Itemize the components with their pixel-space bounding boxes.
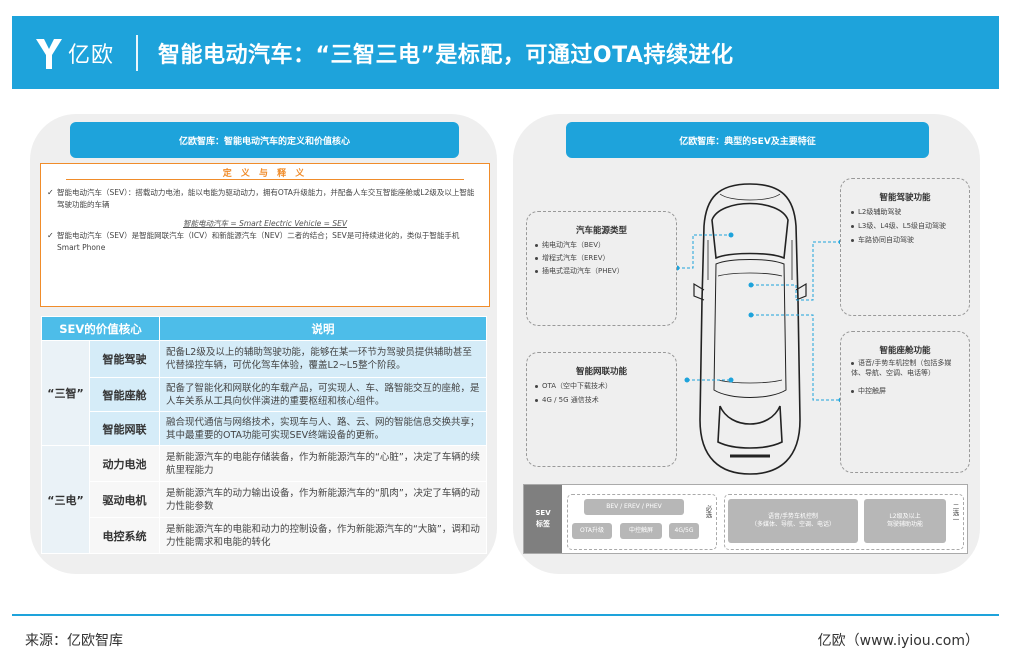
energy-item: 插电式混动汽车（PHEV） (535, 266, 624, 276)
header-divider (136, 34, 139, 71)
check-icon: ✓ (47, 231, 54, 240)
yiou-logo-icon (36, 38, 62, 69)
energy-type-box: 汽车能源类型 纯电动汽车（BEV） 增程式汽车（EREV） 插电式混动汽车（PH… (526, 211, 677, 326)
driving-item: 车路协同自动驾驶 (851, 235, 914, 245)
sev-tag-strip: SEV 标签 BEV / EREV / PHEV OTA升级 中控触屏 4G/5… (523, 484, 968, 554)
header-bar: 亿欧 智能电动汽车：“三智三电”是标配，可通过OTA持续进化 (12, 16, 999, 89)
definition-text-2: 智能电动汽车（SEV）是智能网联汽车（ICV）和新能源汽车（NEV）二者的结合；… (57, 231, 460, 252)
driving-item: L3级、L4级、L5级自动驾驶 (851, 221, 946, 231)
row-desc: 是新能源汽车的电能和动力的控制设备，作为新能源汽车的“大脑”，调和动力性能需求和… (159, 517, 487, 554)
cockpit-title: 智能座舱功能 (879, 346, 931, 356)
definition-formula: 智能电动汽车 = Smart Electric Vehicle = SEV (183, 219, 347, 228)
network-item: OTA（空中下载技术） (535, 381, 612, 391)
row-desc: 是新能源汽车的动力输出设备，作为新能源汽车的“肌肉”，决定了车辆的动力性能参数 (159, 481, 487, 518)
network-box: 智能网联功能 OTA（空中下载技术） 4G / 5G 通信技术 (526, 352, 677, 467)
definition-item: ✓ 智能电动汽车（SEV）：搭载动力电池，能以电能为驱动动力，拥有OTA升级能力… (47, 187, 481, 211)
table-row: 智能座舱 配备了智能化和网联化的车载产品，可实现人、车、路智能交互的座舱，是人车… (42, 377, 487, 412)
row-label: 智能驾驶 (89, 340, 160, 378)
row-label: 智能网联 (89, 411, 160, 446)
footer-source: 来源：亿欧智库 (25, 633, 123, 649)
definition-box: 定 义 与 释 义 ✓ 智能电动汽车（SEV）：搭载动力电池，能以电能为驱动动力… (40, 163, 490, 307)
energy-type-title: 汽车能源类型 (575, 226, 627, 236)
definition-divider (66, 179, 464, 180)
driving-item: L2级辅助驾驶 (851, 207, 901, 217)
check-icon: ✓ (47, 188, 54, 197)
ota-tag: OTA升级 (572, 523, 612, 539)
row-desc: 融合现代通信与网络技术，实现车与人、路、云、网的智能信息交换共享；其中最重要的O… (159, 411, 487, 446)
definition-title: 定 义 与 释 义 (222, 169, 308, 179)
definition-item: ✓ 智能电动汽车（SEV）是智能网联汽车（ICV）和新能源汽车（NEV）二者的结… (47, 230, 481, 254)
row-desc: 是新能源汽车的电能存储装备，作为新能源汽车的“心脏”，决定了车辆的续航里程能力 (159, 445, 487, 482)
left-panel-title: 亿欧智库：智能电动汽车的定义和价值核心 (70, 122, 459, 158)
row-desc: 配备了智能化和网联化的车载产品，可实现人、车、路智能交互的座舱，是人车关系从工具… (159, 377, 487, 412)
footer-site: 亿欧（www.iyiou.com） (817, 633, 979, 649)
definition-text-1: 智能电动汽车（SEV）：搭载动力电池，能以电能为驱动动力，拥有OTA升级能力，并… (57, 188, 475, 209)
logo-text: 亿欧 (68, 42, 115, 68)
required-group (567, 494, 717, 550)
table-row: “三电” 动力电池 是新能源汽车的电能存储装备，作为新能源汽车的“心脏”，决定了… (41, 445, 487, 554)
group-label: “三电” (41, 445, 90, 554)
screen-tag: 中控触屏 (620, 523, 662, 539)
page-title: 智能电动汽车：“三智三电”是标配，可通过OTA持续进化 (158, 42, 734, 68)
network-tag: 4G/5G (669, 523, 699, 539)
group-label: “三智” (41, 340, 90, 446)
table-header-desc: 说明 (159, 316, 487, 341)
row-label: 动力电池 (89, 445, 160, 482)
car-topview-icon (693, 183, 807, 475)
required-label: 必选 (704, 505, 712, 518)
network-item: 4G / 5G 通信技术 (535, 395, 599, 405)
energy-tag: BEV / EREV / PHEV (584, 499, 684, 515)
cockpit-box: 智能座舱功能 语音/手势车机控制（包括多媒体、导航、空调、电话等） 中控触屏 (840, 331, 970, 473)
driving-box: 智能驾驶功能 L2级辅助驾驶 L3级、L4级、L5级自动驾驶 车路协同自动驾驶 (840, 178, 970, 316)
table-row: 电控系统 是新能源汽车的电能和动力的控制设备，作为新能源汽车的“大脑”，调和动力… (42, 517, 487, 554)
row-label: 智能座舱 (89, 377, 160, 412)
table-row: 智能网联 融合现代通信与网络技术，实现车与人、路、云、网的智能信息交换共享；其中… (42, 411, 487, 446)
energy-item: 纯电动汽车（BEV） (535, 240, 605, 250)
choose-label: 二选一 (951, 503, 959, 523)
row-label: 电控系统 (89, 517, 160, 554)
driving-title: 智能驾驶功能 (879, 193, 931, 203)
sev-tag-label: SEV 标签 (524, 485, 562, 553)
cockpit-item: 语音/手势车机控制（包括多媒体、导航、空调、电话等） (851, 359, 952, 377)
network-title: 智能网联功能 (575, 367, 627, 377)
sev-value-table: SEV的价值核心 说明 “三智” 智能驾驶 配备L2级及以上的辅助驾驶功能，能够… (41, 316, 487, 554)
right-panel-title: 亿欧智库：典型的SEV及主要特征 (566, 122, 929, 158)
row-desc: 配备L2级及以上的辅助驾驶功能，能够在某一环节为驾驶员提供辅助甚至代替操控车辆，… (159, 340, 487, 378)
energy-item: 增程式汽车（EREV） (535, 253, 610, 263)
optional-group (724, 494, 964, 550)
l2-tag: L2级及以上 驾驶辅助功能 (864, 499, 946, 543)
table-row: 驱动电机 是新能源汽车的动力输出设备，作为新能源汽车的“肌肉”，决定了车辆的动力… (42, 481, 487, 518)
footer-divider (12, 614, 999, 616)
logo: 亿欧 (34, 33, 114, 73)
row-label: 驱动电机 (89, 481, 160, 518)
table-row: “三智” 智能驾驶 配备L2级及以上的辅助驾驶功能，能够在某一环节为驾驶员提供辅… (41, 340, 487, 446)
table-header-core: SEV的价值核心 (41, 316, 160, 341)
voice-tag: 语音/手势车机控制 （多媒体、导航、空调、电话） (728, 499, 858, 543)
cockpit-item: 中控触屏 (851, 386, 886, 396)
